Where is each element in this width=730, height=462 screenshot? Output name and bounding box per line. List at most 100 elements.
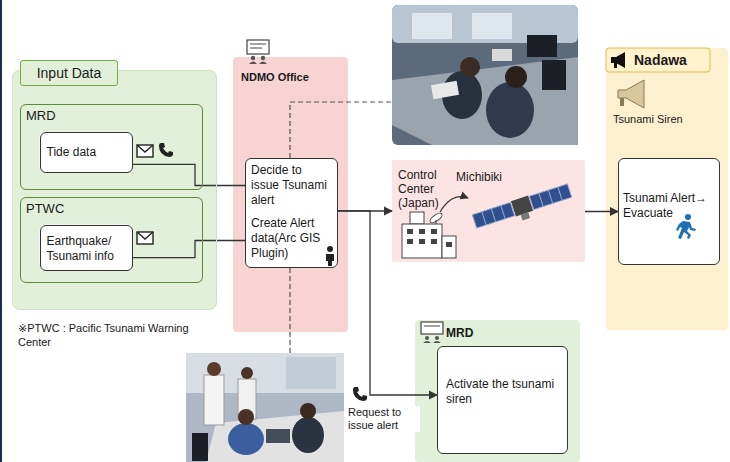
megaphone-icon	[611, 52, 625, 68]
illustration-part	[412, 13, 452, 39]
control-band: Control Center (Japan)Michibiki	[392, 160, 585, 262]
panel-tab	[606, 48, 710, 72]
illustration-part	[620, 98, 624, 106]
illustration-part	[410, 212, 424, 224]
footnote: ※PTWC : Pacific Tsunami Warning Center	[18, 322, 223, 350]
box-fill	[20, 104, 203, 190]
box-fill	[12, 70, 217, 310]
illustration-part	[266, 429, 290, 443]
illustration-part	[435, 336, 439, 340]
illustration-part	[407, 239, 413, 244]
source-name: PTWC	[26, 201, 64, 216]
edge-label: Request to issue alert	[348, 406, 420, 432]
illustration-part	[204, 375, 224, 425]
process-step: Decide to issue Tsunami alert	[251, 163, 332, 208]
illustration-part	[137, 232, 153, 244]
illustration-part	[431, 239, 437, 244]
box-fill	[233, 57, 348, 332]
panel-title: Input Data	[20, 60, 118, 86]
icon-caption: Tsunami Siren	[613, 113, 718, 125]
illustration-part	[460, 57, 480, 77]
illustration-part	[249, 62, 267, 65]
illustration-part	[402, 224, 442, 258]
illustration-part	[159, 143, 173, 157]
source-box: PTWC Earthquake/ Tsunami info	[20, 197, 203, 283]
illustration-part	[491, 209, 495, 222]
illustration-part	[611, 52, 625, 68]
illustration-part	[419, 229, 425, 234]
box-fill	[20, 197, 203, 283]
agency-name: MRD	[446, 326, 473, 340]
data-label: Earthquake/ Tsunami info	[47, 234, 126, 264]
connector	[133, 241, 246, 258]
illustration-part	[614, 63, 617, 68]
office-band: NDMO OfficeDecide to issue Tsunami alert…	[233, 57, 348, 332]
person-icon	[326, 246, 334, 266]
illustration-part	[558, 187, 562, 200]
connector	[338, 211, 437, 395]
phone-icon	[353, 387, 367, 401]
illustration-part	[300, 403, 316, 419]
satellite-name: Michibiki	[456, 170, 526, 184]
illustration-part	[250, 44, 266, 45]
box-fill	[415, 320, 580, 462]
village-name: Nadawa	[606, 48, 710, 72]
illustration-part	[292, 417, 324, 453]
illustration-part	[192, 433, 208, 461]
data-box: Earthquake/ Tsunami info	[40, 225, 133, 271]
center-name: Control Center (Japan)	[398, 168, 456, 210]
satellite-icon	[472, 183, 574, 235]
dashed-leader	[289, 268, 290, 353]
illustration-part	[425, 336, 429, 340]
illustration-part	[431, 81, 459, 99]
box-fill	[618, 158, 720, 265]
edge-bar	[0, 0, 2, 462]
box-fills	[12, 48, 728, 462]
illustration-part	[424, 326, 440, 327]
box-fill	[437, 346, 568, 454]
dashed-leader	[290, 102, 392, 158]
connectors	[133, 164, 619, 395]
illustration-part	[472, 13, 512, 39]
illustration-part	[618, 80, 644, 108]
illustration-part	[685, 214, 691, 220]
box-fill	[40, 225, 133, 271]
illustration-part	[228, 423, 264, 455]
illustration-part	[542, 60, 566, 90]
action-label: Activate the tsunami siren	[446, 377, 559, 407]
illustration-part	[137, 232, 153, 239]
illustration-part	[521, 212, 530, 220]
input-panel: Input DataMRDTide dataPTWCEarthquake/ Ts…	[12, 70, 217, 310]
illustration-part	[486, 82, 534, 138]
connector	[585, 211, 618, 212]
illustration-part	[250, 48, 262, 49]
building-icon	[402, 212, 456, 258]
illustration-part	[429, 212, 444, 225]
illustration-part	[442, 236, 456, 258]
data-label: Tide data	[47, 145, 126, 160]
illustration-part	[431, 229, 437, 234]
illustration-part	[392, 5, 578, 145]
illustration-part	[286, 357, 336, 389]
source-box: MRD Tide data	[20, 104, 203, 190]
illustration-part	[407, 229, 413, 234]
action-box: Tsunami Alert→ Evacuate	[618, 158, 720, 265]
illustration-part	[206, 411, 344, 462]
illustration-part	[527, 35, 557, 57]
illustration-part	[392, 57, 578, 145]
illustration-part	[137, 145, 153, 152]
village-panel: NadawaTsunami Alert→ Evacuate	[606, 48, 728, 330]
siren-icon	[618, 80, 644, 108]
meeting-photo	[392, 5, 578, 145]
connector	[133, 164, 246, 185]
action-label: Tsunami Alert→ Evacuate	[623, 191, 715, 221]
office-name: NDMO Office	[241, 71, 341, 83]
illustration-part	[548, 190, 552, 203]
source-name: MRD	[26, 108, 56, 123]
illustration-part	[207, 362, 221, 376]
illustration-part	[492, 49, 512, 61]
box-fill	[245, 158, 338, 268]
action-box: Activate the tsunami siren	[437, 346, 568, 454]
illustration-part	[186, 353, 344, 462]
agency-panel: MRD Activate the tsunami siren	[415, 320, 580, 462]
